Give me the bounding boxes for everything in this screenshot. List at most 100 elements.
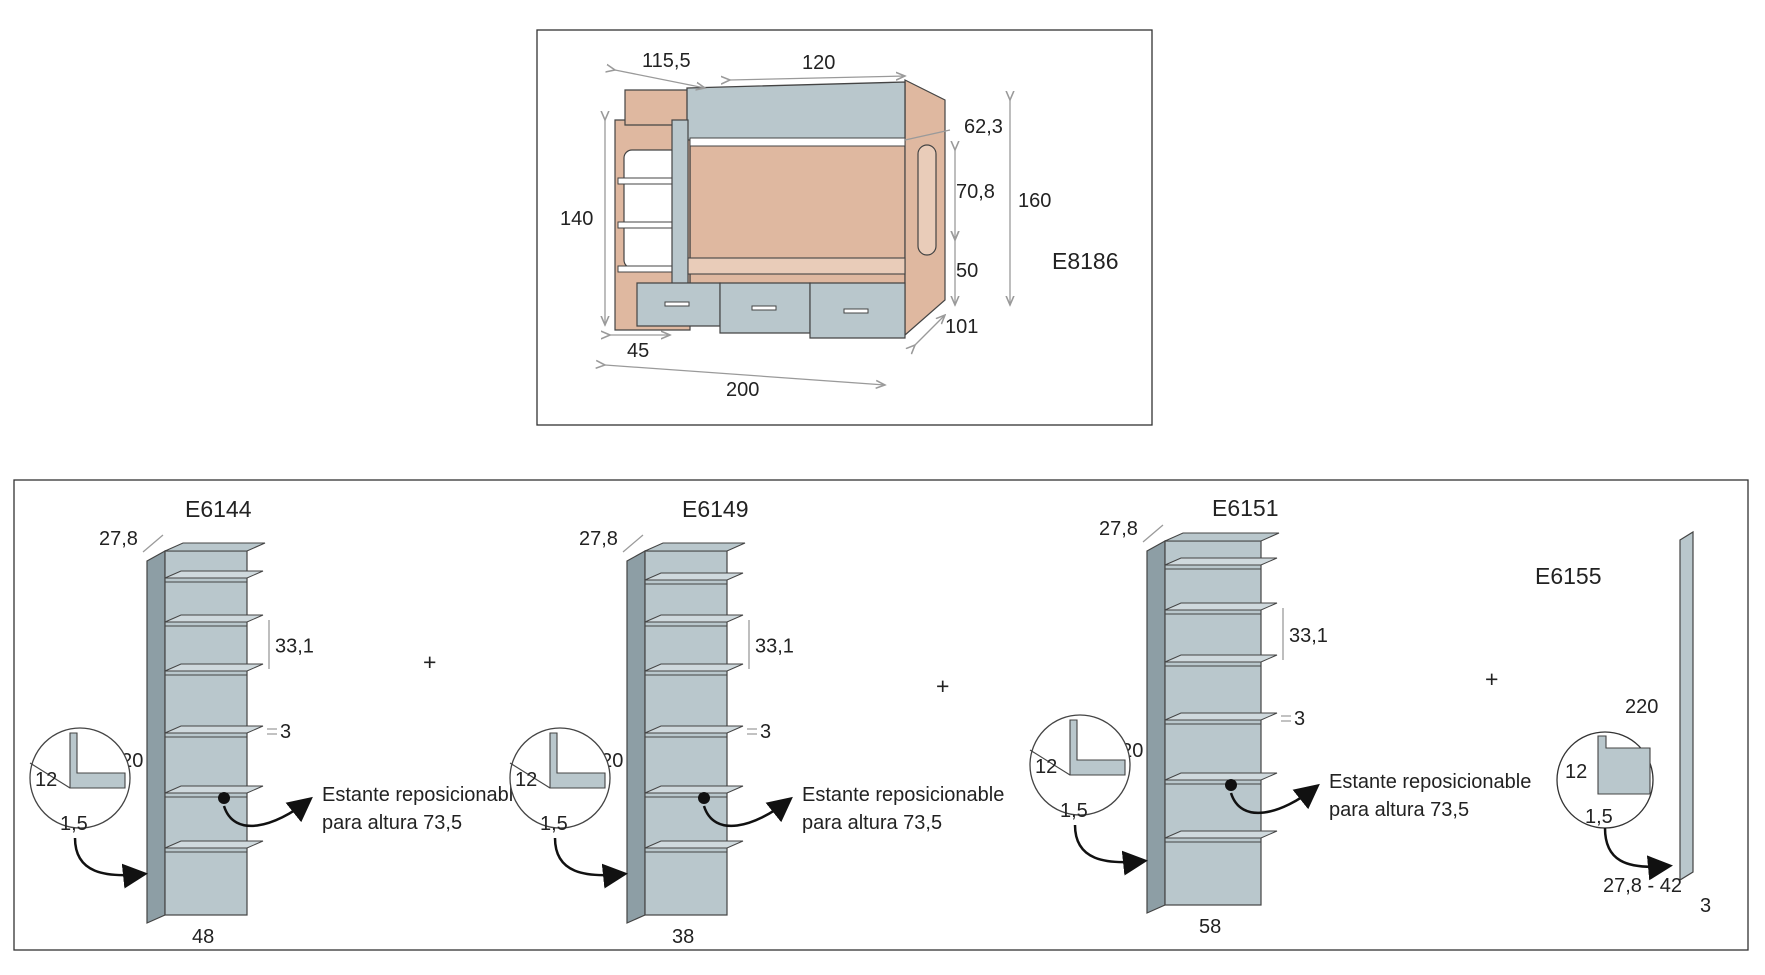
plus-sign: + <box>936 673 949 699</box>
dim-length: 200 <box>726 379 759 401</box>
drawer-handle <box>664 301 690 307</box>
shelf <box>164 725 264 734</box>
dim-lower-height: 70,8 <box>956 181 995 203</box>
detail-dim-b: 1,5 <box>1060 800 1088 822</box>
note-line1: Estante reposicionable <box>322 784 524 806</box>
dim-rail-height: 62,3 <box>964 116 1003 138</box>
detail-dim-a: 12 <box>515 769 537 791</box>
ladder-step <box>617 177 675 185</box>
unit-side-panel <box>146 549 166 924</box>
unit-top-board <box>644 542 746 552</box>
unit-depth: 27,8 <box>1099 518 1138 540</box>
repositionable-shelf-dot <box>1225 779 1237 791</box>
shelf <box>164 663 264 672</box>
panel-detail-profile <box>1597 735 1651 795</box>
detail-dim-b: 1,5 <box>60 813 88 835</box>
shelf <box>1164 602 1278 611</box>
unit-side-panel <box>1146 539 1166 914</box>
repositionable-shelf-dot <box>218 792 230 804</box>
side-panel <box>1679 530 1694 882</box>
shelf <box>164 785 264 794</box>
upper-bunk-edge <box>689 137 906 147</box>
note-line1: Estante reposicionable <box>1329 771 1531 793</box>
unit-shelf-gap: 33,1 <box>755 636 794 658</box>
detail-dim-b: 1,5 <box>540 813 568 835</box>
panel-arrow <box>1603 827 1673 881</box>
shelf <box>644 725 744 734</box>
unit-shelf-thickness: 3 <box>280 721 291 743</box>
shelf <box>164 840 264 849</box>
drawer-handle <box>751 305 777 311</box>
dim-top-length: 120 <box>802 52 835 74</box>
dim-depth-top: 115,5 <box>642 50 691 72</box>
shelf <box>1164 830 1278 839</box>
detail-arrow <box>1073 824 1148 876</box>
unit-width: 58 <box>1199 916 1221 938</box>
unit-side-panel <box>626 549 646 924</box>
side-panel-unit: E6155 220 12 1,5 27,8 - 42 3 <box>1535 530 1711 917</box>
unit-code: E6149 <box>682 496 749 522</box>
depth-dim-line <box>1142 524 1164 543</box>
panel-depth-range: 27,8 - 42 <box>1603 875 1682 897</box>
note-arrow <box>702 796 793 828</box>
panel-detail-a: 12 <box>1565 761 1587 783</box>
unit-shelf-thickness: 3 <box>1294 708 1305 730</box>
note-line2: para altura 73,5 <box>1329 799 1469 821</box>
panel-height: 220 <box>1625 696 1658 718</box>
repositionable-shelf-dot <box>698 792 710 804</box>
bed-code: E8186 <box>1052 248 1119 274</box>
unit-code: E6144 <box>185 496 252 522</box>
shelf <box>644 614 744 623</box>
unit-shelf-gap: 33,1 <box>1289 625 1328 647</box>
unit-width: 38 <box>672 926 694 948</box>
dim-step-depth: 45 <box>627 340 649 362</box>
unit-width: 48 <box>192 926 214 948</box>
units-frame <box>13 479 1749 951</box>
bunk-bed-drawing <box>614 79 946 339</box>
lower-bed-base <box>687 257 906 275</box>
depth-dim-line <box>142 534 164 553</box>
panel-detail-b: 1,5 <box>1585 806 1613 828</box>
detail-edge <box>509 762 551 789</box>
dim-width: 101 <box>945 316 978 338</box>
unit-top-board <box>164 542 266 552</box>
shelf <box>1164 557 1278 566</box>
note-line1: Estante reposicionable <box>802 784 1004 806</box>
plus-sign: + <box>423 649 436 675</box>
upper-bunk <box>686 81 906 141</box>
note-line2: para altura 73,5 <box>322 812 462 834</box>
plus-sign: + <box>1485 666 1498 692</box>
unit-top-board <box>1164 532 1280 542</box>
bed-side-opening <box>917 144 937 256</box>
detail-arrow <box>73 837 148 889</box>
unit-depth: 27,8 <box>99 528 138 550</box>
unit-shelf-gap: 33,1 <box>275 636 314 658</box>
dim-side-height: 140 <box>560 208 593 230</box>
panel-code: E6155 <box>1535 563 1602 589</box>
ladder-step <box>617 221 675 229</box>
detail-dim-a: 12 <box>1035 756 1057 778</box>
bed-dimension-labels: 115,5 120 62,3 70,8 50 160 140 45 101 20… <box>560 50 1119 401</box>
shelf <box>1164 772 1278 781</box>
shelf <box>644 572 744 581</box>
note-arrow <box>222 796 313 828</box>
shelf <box>644 840 744 849</box>
unit-code: E6151 <box>1212 495 1279 521</box>
dim-base-height: 50 <box>956 260 978 282</box>
panel-thickness: 3 <box>1700 895 1711 917</box>
note-line2: para altura 73,5 <box>802 812 942 834</box>
unit-back-panel <box>1164 540 1262 906</box>
shelf <box>644 663 744 672</box>
shelf <box>644 785 744 794</box>
detail-arrow <box>553 837 628 889</box>
detail-edge <box>29 762 71 789</box>
ladder-step <box>617 265 675 273</box>
depth-dim-line <box>622 534 644 553</box>
bed-post <box>671 119 689 286</box>
shelf <box>164 614 264 623</box>
